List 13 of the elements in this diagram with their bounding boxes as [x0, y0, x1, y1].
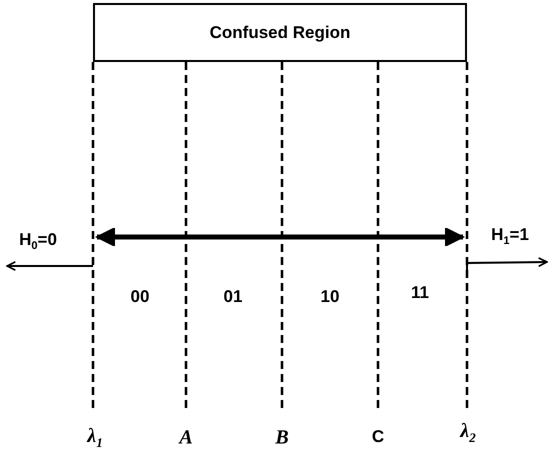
threshold-label: λ$_{2}$	[460, 420, 476, 446]
code-label: 11	[411, 283, 429, 303]
threshold-label: λ$_{1}$	[87, 425, 103, 451]
hypothesis-label: H$_{0}$=0	[19, 230, 57, 252]
region-box	[93, 3, 467, 62]
hypothesis-label: H$_{1}$=1	[491, 224, 529, 248]
code-label: 00	[130, 287, 150, 307]
threshold-label: A	[179, 426, 193, 450]
threshold-label: B	[275, 426, 289, 450]
code-label: 10	[320, 287, 340, 307]
code-label: 01	[224, 287, 242, 307]
region-title: Confused Region	[210, 22, 350, 42]
threshold-label: C	[372, 427, 384, 447]
